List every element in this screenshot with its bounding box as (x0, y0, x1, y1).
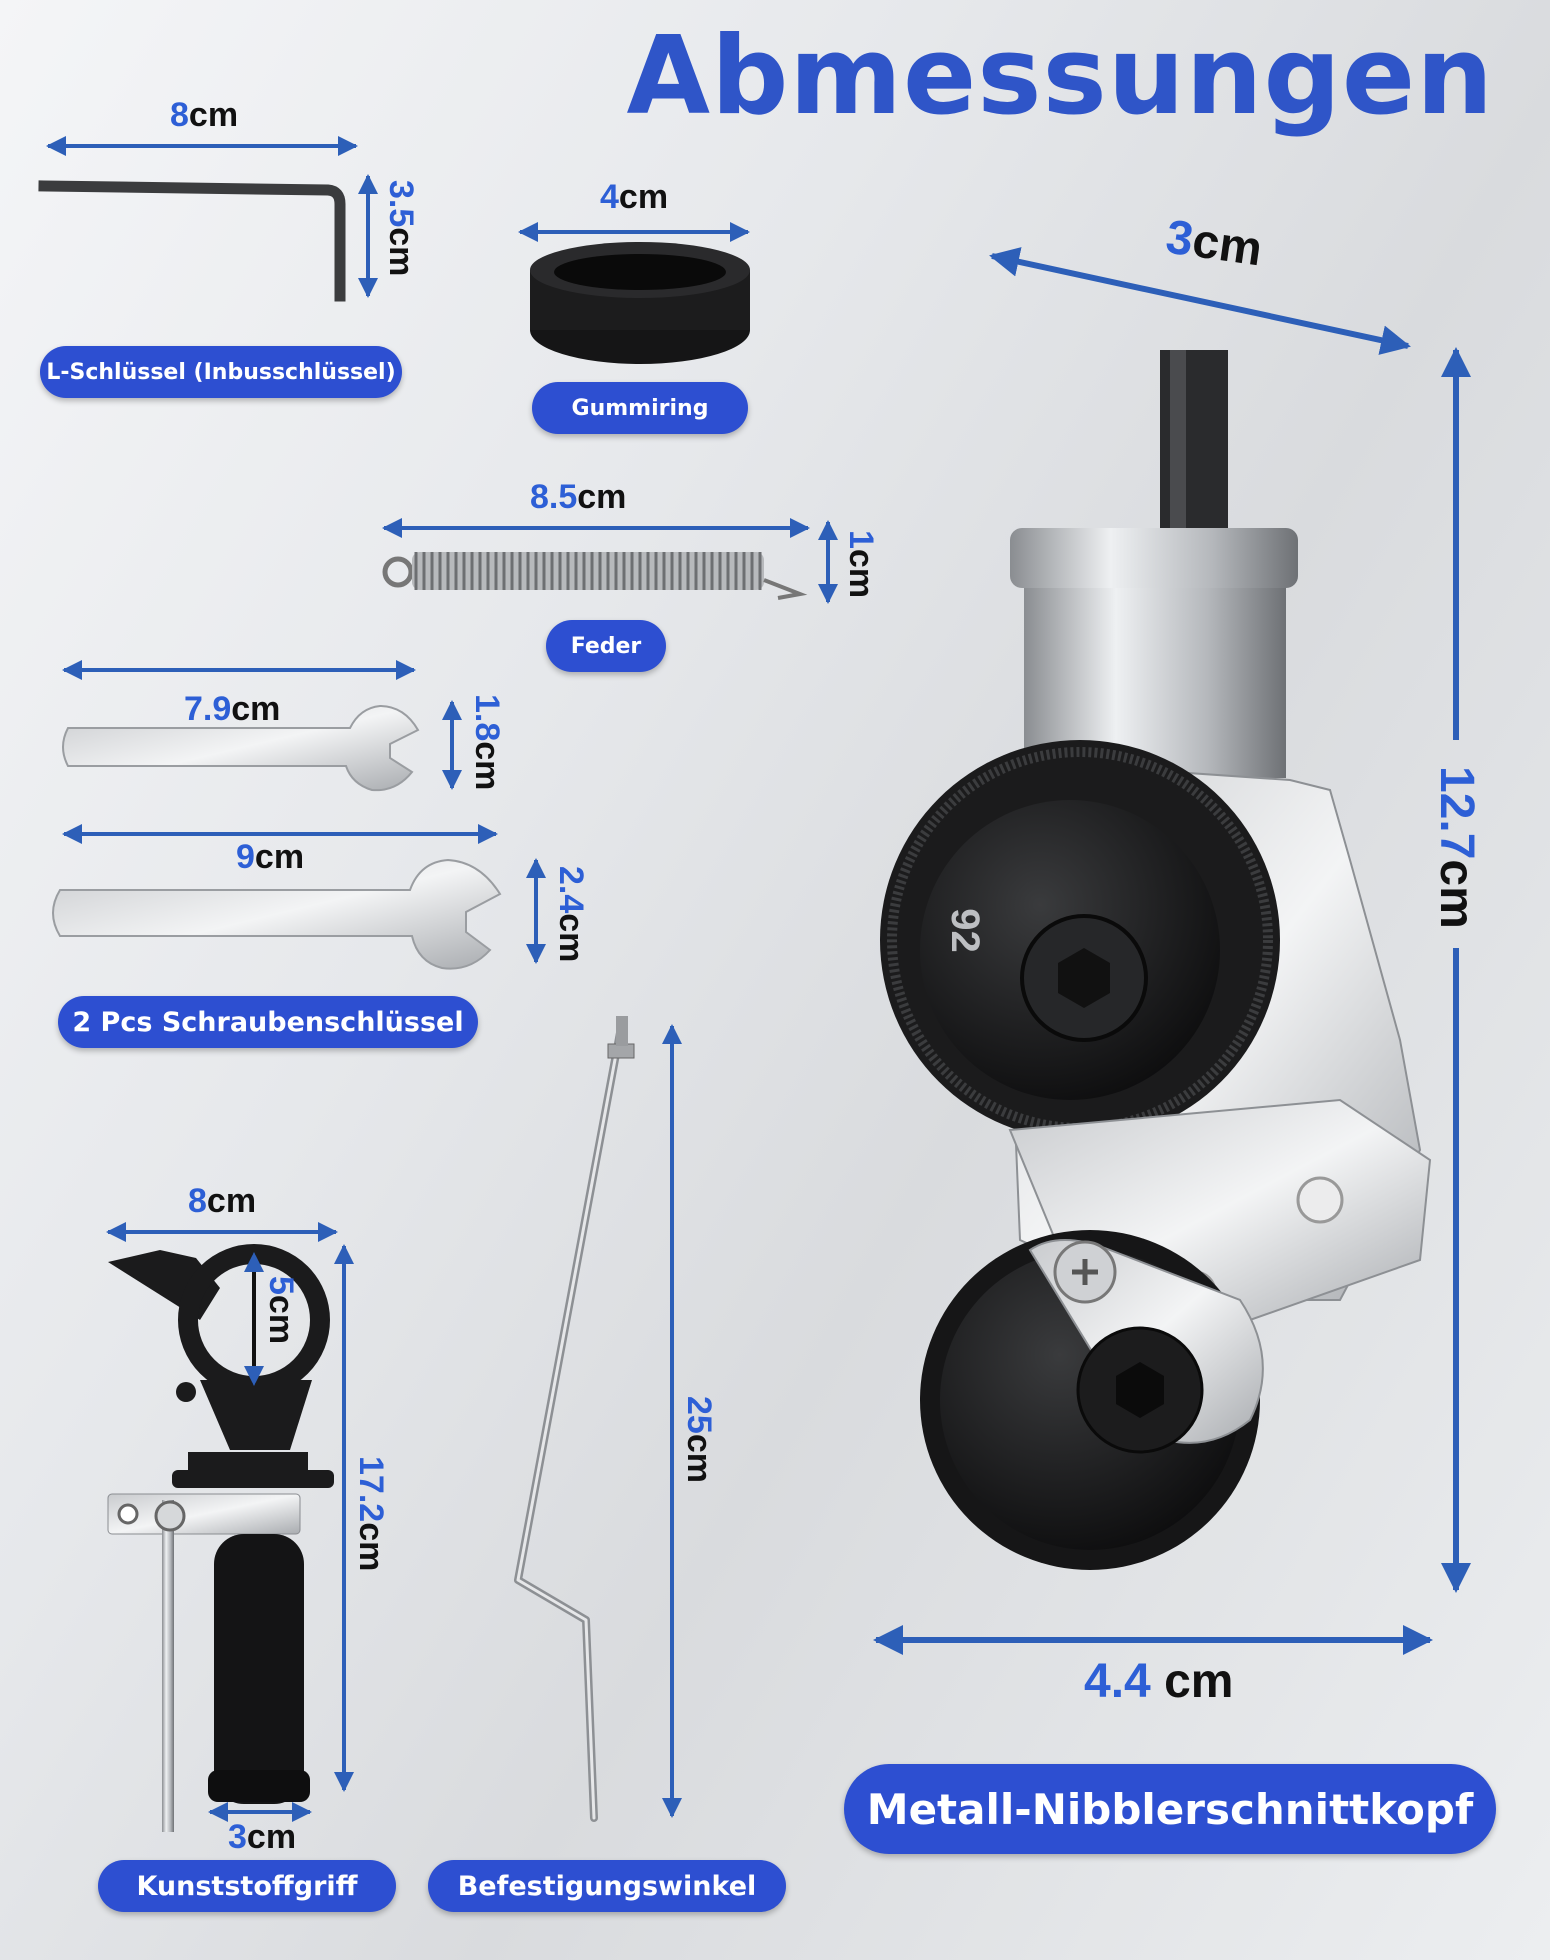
head-top-arrow (989, 247, 1411, 355)
wrench-large-width-dim: 9cm (236, 838, 305, 876)
label-bracket: Befestigungswinkel (428, 1860, 786, 1912)
wheel-marking: 92 (942, 908, 987, 953)
bracket-rod-icon (514, 1016, 635, 1822)
grip-width-dim: 8cm (188, 1182, 257, 1220)
label-spring: Feder (546, 620, 666, 672)
wrench-small-icon (62, 704, 420, 792)
ring-width-dim: 4cm (600, 178, 669, 216)
spring-width-dim: 8.5cm (530, 478, 627, 516)
label-grip: Kunststoffgriff (98, 1860, 396, 1912)
grip-height-dim: 17.2cm (352, 1456, 390, 1572)
label-lkey: L-Schlüssel (Inbusschlüssel) (40, 346, 402, 398)
label-head: Metall-Nibblerschnittkopf (844, 1764, 1496, 1854)
label-ring: Gummiring (532, 382, 748, 434)
nibbler-head-icon (880, 350, 1432, 1570)
wrench-small-width-dim: 7.9cm (184, 690, 281, 728)
page-title: Abmessungen (626, 14, 1494, 139)
plastic-grip-icon (107, 1244, 334, 1832)
grip-ring-dim: 5cm (262, 1276, 300, 1345)
wrench-large-height-dim: 2.4cm (552, 866, 590, 963)
head-height-dim: 12.7cm (1430, 766, 1483, 929)
wrench-small-height-dim: 1.8cm (468, 694, 506, 791)
spring-height-dim: 1cm (842, 530, 880, 599)
wrench-large-icon (52, 858, 502, 970)
head-width-dim: 4.4 cm (1084, 1655, 1234, 1708)
rubber-ring-icon (530, 242, 750, 364)
bracket-height-dim: 25cm (680, 1396, 718, 1483)
spring-icon (382, 552, 808, 600)
grip-diameter-dim: 3cm (228, 1818, 297, 1856)
lkey-width-dim: 8cm (170, 96, 239, 134)
label-wrenches: 2 Pcs Schraubenschlüssel (58, 996, 478, 1048)
lkey-height-dim: 3.5cm (382, 180, 420, 277)
l-key-icon (38, 180, 346, 302)
